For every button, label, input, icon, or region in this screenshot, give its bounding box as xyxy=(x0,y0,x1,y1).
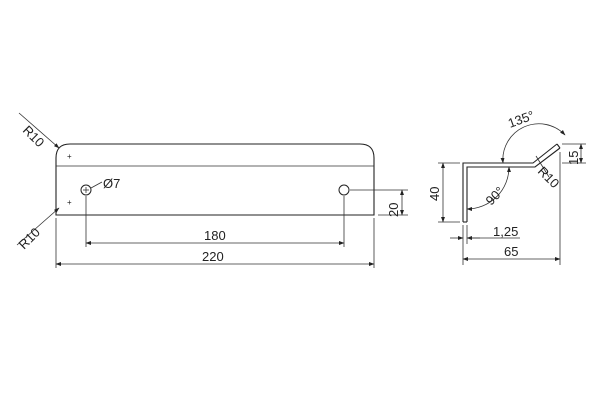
side-view: 40 15 135° 90° R10 1,25 65 xyxy=(427,108,586,265)
svg-text:+: + xyxy=(67,152,72,161)
front-view: + + R10 R10 Ø7 180 220 20 xyxy=(16,112,408,268)
mounting-hole-right xyxy=(338,184,350,196)
bracket-profile-outer xyxy=(462,143,558,222)
radius-label-top-left: R10 xyxy=(20,123,47,150)
svg-text:+: + xyxy=(67,198,72,207)
hole-diameter-label: Ø7 xyxy=(103,176,120,191)
overall-length-label: 220 xyxy=(202,249,224,264)
mounting-hole-left xyxy=(80,184,92,196)
radius-label-bottom-left: R10 xyxy=(16,225,43,252)
flange-height-label: 40 xyxy=(427,187,442,201)
thickness-label: 1,25 xyxy=(493,224,518,239)
bend-radius-label: R10 xyxy=(535,164,562,191)
overall-depth-label: 65 xyxy=(504,244,518,259)
hole-height-label: 20 xyxy=(386,203,401,217)
outer-angle-label: 135° xyxy=(506,108,536,131)
lip-height-label: 15 xyxy=(566,151,581,165)
plate-outline xyxy=(55,143,375,216)
hole-spacing-label: 180 xyxy=(204,228,226,243)
